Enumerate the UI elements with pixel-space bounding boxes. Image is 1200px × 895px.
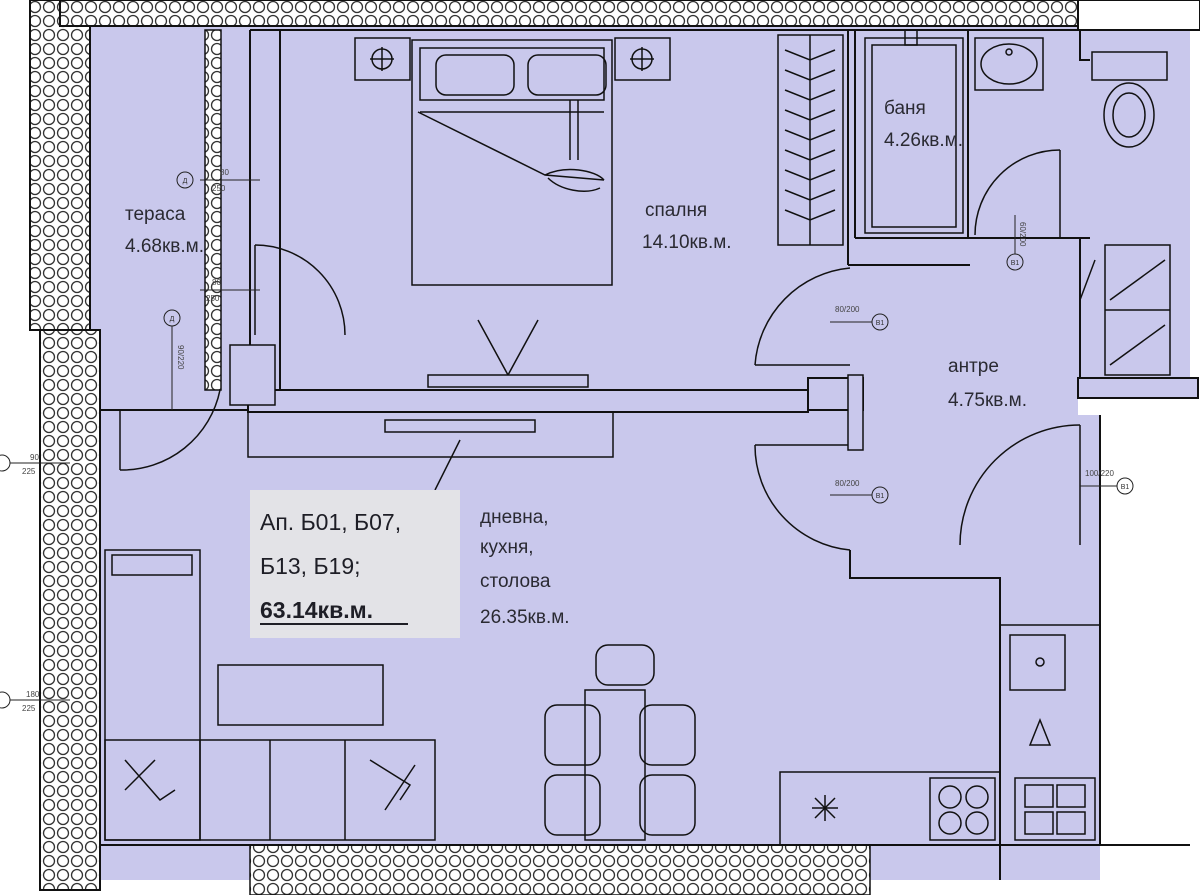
bedroom-area: 14.10кв.м.: [642, 232, 732, 253]
floor-area: [60, 8, 1200, 895]
dim-terrace-1-top: 80: [220, 168, 229, 177]
hall-wardrobe: [1079, 244, 1171, 376]
tv-unit-bedroom: [427, 319, 589, 388]
apartment-info-box: Ап. Б01, Б07, Б13, Б19; 63.14кв.м.: [250, 490, 460, 638]
nightstand-right: [614, 37, 671, 81]
dim-terrace-1-bottom: 250: [212, 184, 226, 193]
dim-left-2-bottom: 225: [22, 704, 36, 713]
terrace-name: тераса: [125, 204, 186, 225]
tag-b1-living: В1: [876, 493, 885, 500]
room-label-bathroom: баня 4.26кв.м.: [884, 98, 963, 151]
coffee-table: [217, 664, 384, 726]
nightstand-left: [354, 37, 411, 81]
tag-b1-bath: В1: [1011, 260, 1020, 267]
window-marks: [0, 171, 1134, 709]
bed: [411, 39, 613, 286]
apartment-total-area: 63.14кв.м.: [260, 597, 373, 623]
bathroom-door: [974, 149, 1061, 238]
dim-left-1-top: 90: [30, 453, 39, 462]
living-name-2: кухня,: [480, 537, 534, 558]
dim-door-bath: 60/200: [1018, 222, 1027, 247]
dim-door-bedroom: 80/200: [835, 305, 860, 314]
hall-area: 4.75кв.м.: [948, 390, 1027, 411]
tag-b1-entrance: В1: [1121, 484, 1130, 491]
tv-unit-living: [247, 411, 614, 491]
terrace-area: 4.68кв.м.: [125, 236, 204, 257]
apartment-ids-line1: Ап. Б01, Б07,: [260, 509, 401, 535]
dim-left-2-top: 180: [26, 690, 40, 699]
dimension-labels: 80 250 80 250 90 225 180 225 90/220 60/2…: [22, 168, 1114, 713]
room-label-living: дневна, кухня, столова 26.35кв.м.: [480, 507, 570, 628]
dim-door-entrance: 100/220: [1085, 469, 1114, 478]
dim-terrace-2-top: 80: [212, 278, 221, 287]
tag-d-2: Д: [170, 316, 175, 323]
bathroom-name: баня: [884, 98, 926, 119]
exterior-wall: [29, 0, 1200, 895]
living-name-1: дневна,: [480, 507, 549, 528]
dim-door-living: 80/200: [835, 479, 860, 488]
bathtub: [864, 29, 964, 234]
bedroom-door: [754, 267, 864, 551]
tag-d-1: Д: [183, 178, 188, 185]
apartment-ids-line2: Б13, Б19;: [260, 553, 361, 579]
bathroom-area: 4.26кв.м.: [884, 130, 963, 151]
room-label-terrace: тераса 4.68кв.м.: [125, 204, 204, 257]
sink: [974, 37, 1044, 91]
room-label-bedroom: спалня 14.10кв.м.: [642, 200, 732, 253]
entrance-door: [959, 424, 1081, 546]
hall-name: антре: [948, 356, 999, 377]
toilet: [1091, 51, 1168, 148]
dining-table: [544, 644, 696, 841]
kitchen-counter: [779, 624, 1101, 846]
living-name-3: столова: [480, 571, 551, 592]
dim-terrace-2-bottom: 250: [206, 294, 220, 303]
snowflake-icon: [812, 795, 838, 821]
sofa: [104, 549, 436, 841]
window-tags: Д Д В1 В1 В1 В1: [170, 178, 1130, 500]
tag-b1-bedroom: В1: [876, 320, 885, 327]
room-label-hall: антре 4.75кв.м.: [948, 356, 1027, 411]
wardrobe: [777, 34, 844, 246]
bedroom-name: спалня: [645, 200, 707, 221]
living-area: 26.35кв.м.: [480, 607, 570, 628]
dim-left-1-bottom: 225: [22, 467, 36, 476]
dim-door-terrace: 90/220: [176, 345, 185, 370]
